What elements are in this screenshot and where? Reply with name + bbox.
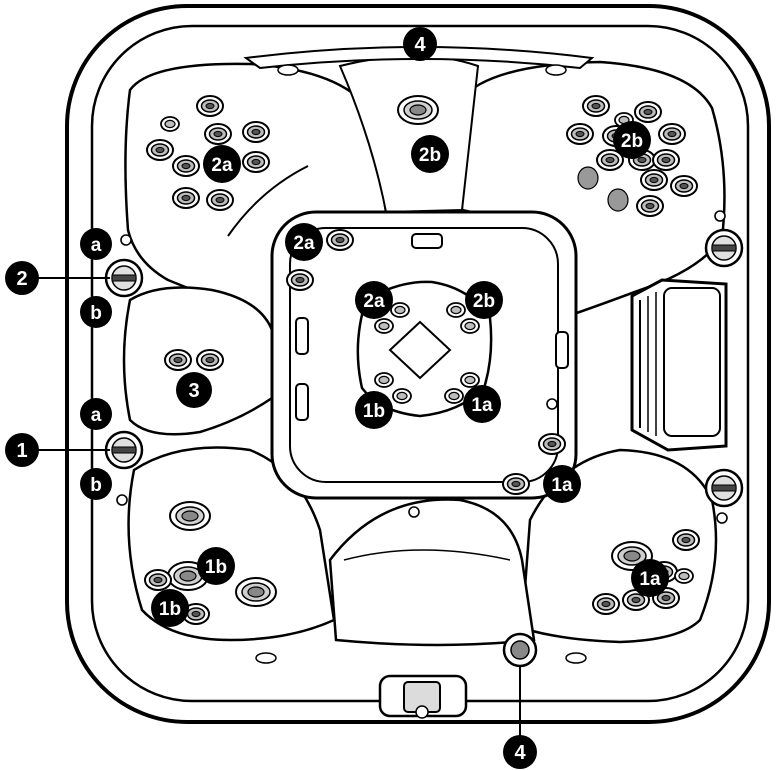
svg-text:1b: 1b bbox=[159, 599, 181, 620]
svg-text:a: a bbox=[91, 405, 102, 426]
callout-center-2a: 2a bbox=[285, 223, 323, 261]
svg-text:b: b bbox=[90, 303, 102, 324]
callout-right-1a: 1a bbox=[543, 465, 581, 503]
air-control-upper-right[interactable] bbox=[704, 228, 744, 268]
svg-text:1a: 1a bbox=[551, 475, 573, 496]
svg-text:b: b bbox=[90, 475, 102, 496]
svg-text:2a: 2a bbox=[211, 155, 233, 176]
seat-bottom-center bbox=[328, 498, 536, 647]
filter-lounge-right bbox=[630, 278, 728, 452]
callout-bottom-4: 4 bbox=[503, 735, 537, 769]
jet-group-2b-upper-right bbox=[566, 95, 698, 217]
svg-text:4: 4 bbox=[414, 34, 426, 56]
svg-text:4: 4 bbox=[514, 742, 526, 764]
control-panel bbox=[378, 674, 468, 719]
svg-text:2b: 2b bbox=[473, 291, 495, 312]
light-icon bbox=[116, 494, 128, 506]
callout-side-1: 1 bbox=[5, 433, 39, 467]
diverter-valve-1[interactable] bbox=[104, 430, 144, 470]
callout-lower-left-1b-second: 1b bbox=[151, 589, 189, 627]
svg-text:1a: 1a bbox=[471, 395, 493, 416]
massage-stone bbox=[607, 188, 629, 212]
light-icon bbox=[714, 210, 726, 222]
light-icon bbox=[408, 506, 420, 518]
callout-side-a-lower: a bbox=[80, 398, 112, 430]
callout-lower-left-1b: 1b bbox=[197, 547, 235, 585]
callout-side-2: 2 bbox=[5, 261, 39, 295]
svg-text:2b: 2b bbox=[419, 145, 441, 166]
svg-text:1b: 1b bbox=[363, 401, 385, 422]
svg-text:3: 3 bbox=[188, 380, 199, 402]
callout-ring-2b: 2b bbox=[465, 281, 503, 319]
svg-text:2: 2 bbox=[16, 268, 27, 290]
leader-lines bbox=[36, 277, 521, 740]
callout-lower-right-1a: 1a bbox=[631, 559, 669, 597]
callout-ring-1a: 1a bbox=[463, 385, 501, 423]
svg-text:2a: 2a bbox=[363, 291, 385, 312]
svg-text:1a: 1a bbox=[639, 569, 661, 590]
light-icon bbox=[120, 234, 132, 246]
jet-group-2b-top bbox=[397, 95, 439, 125]
callout-top-4: 4 bbox=[403, 27, 437, 61]
svg-text:2b: 2b bbox=[621, 131, 643, 152]
callout-top-2b: 2b bbox=[411, 135, 449, 173]
waterfall-valve-bottom[interactable] bbox=[502, 632, 538, 668]
callout-side-b-upper: b bbox=[80, 296, 112, 328]
callout-ring-2a: 2a bbox=[355, 281, 393, 319]
callout-side-a-upper: a bbox=[80, 228, 112, 260]
callout-upper-left-2a: 2a bbox=[203, 145, 241, 183]
callout-left-3: 3 bbox=[176, 372, 212, 408]
svg-text:a: a bbox=[91, 235, 102, 256]
light-icon bbox=[716, 512, 728, 524]
diverter-valve-2[interactable] bbox=[104, 258, 144, 298]
footwell-grab-handles bbox=[295, 233, 569, 421]
light-icon bbox=[546, 398, 558, 410]
callout-ring-1b: 1b bbox=[355, 391, 393, 429]
svg-text:2a: 2a bbox=[293, 233, 315, 254]
air-control-lower-right[interactable] bbox=[704, 468, 744, 508]
svg-text:1b: 1b bbox=[205, 557, 227, 578]
massage-stone bbox=[577, 166, 599, 190]
svg-text:1: 1 bbox=[16, 440, 27, 462]
callout-upper-right-2b: 2b bbox=[613, 121, 651, 159]
callout-side-b-lower: b bbox=[80, 468, 112, 500]
rim-lights bbox=[255, 64, 587, 664]
